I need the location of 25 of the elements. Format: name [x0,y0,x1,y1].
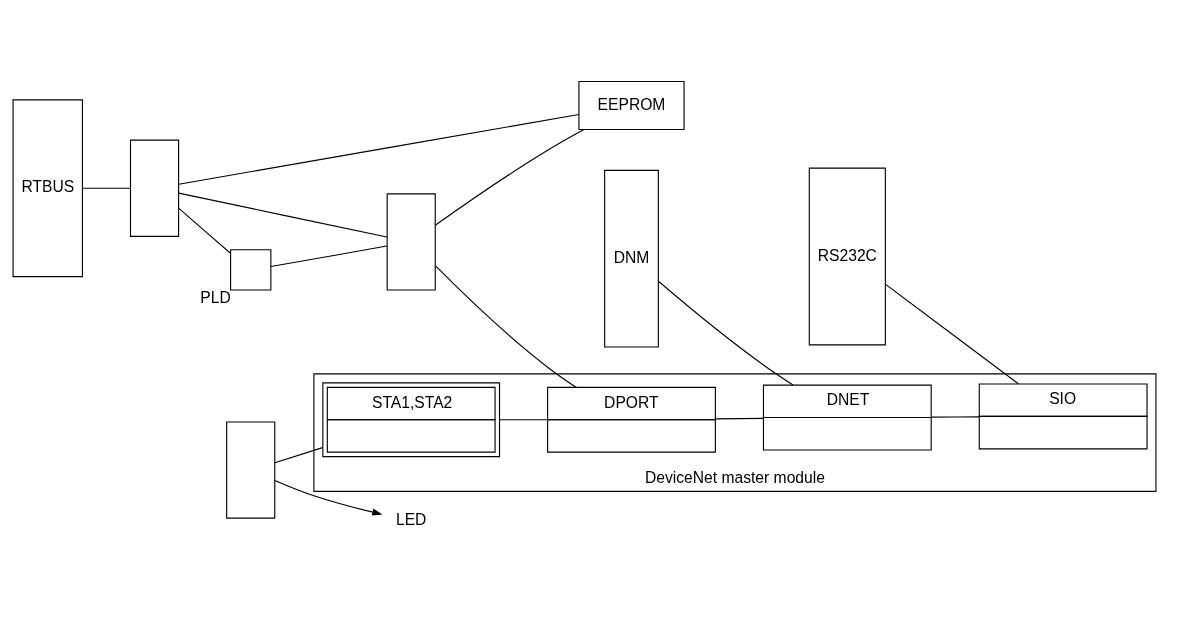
connector [81,187,131,189]
arrow [274,479,383,516]
node-text: LED [395,510,427,528]
node-box: RS232C [808,167,886,346]
node-label: PLD [200,288,231,306]
node-box: DNM [604,169,659,348]
node-box [226,421,276,519]
connector [274,447,324,464]
connector [434,129,585,226]
connector [499,419,549,421]
node-box [386,193,436,291]
connector [657,280,794,386]
connector [435,265,577,388]
connector [178,192,388,238]
connector [178,207,231,254]
connector [930,416,980,418]
connector [714,417,764,420]
node-box [129,139,180,237]
connector [178,113,580,185]
node-box: STA1,STA2 [322,382,501,458]
node-box: EEPROM [578,80,685,131]
connector [270,245,388,268]
node-box [230,249,272,291]
node-box: RTBUS [12,99,83,278]
connector [885,283,1020,385]
